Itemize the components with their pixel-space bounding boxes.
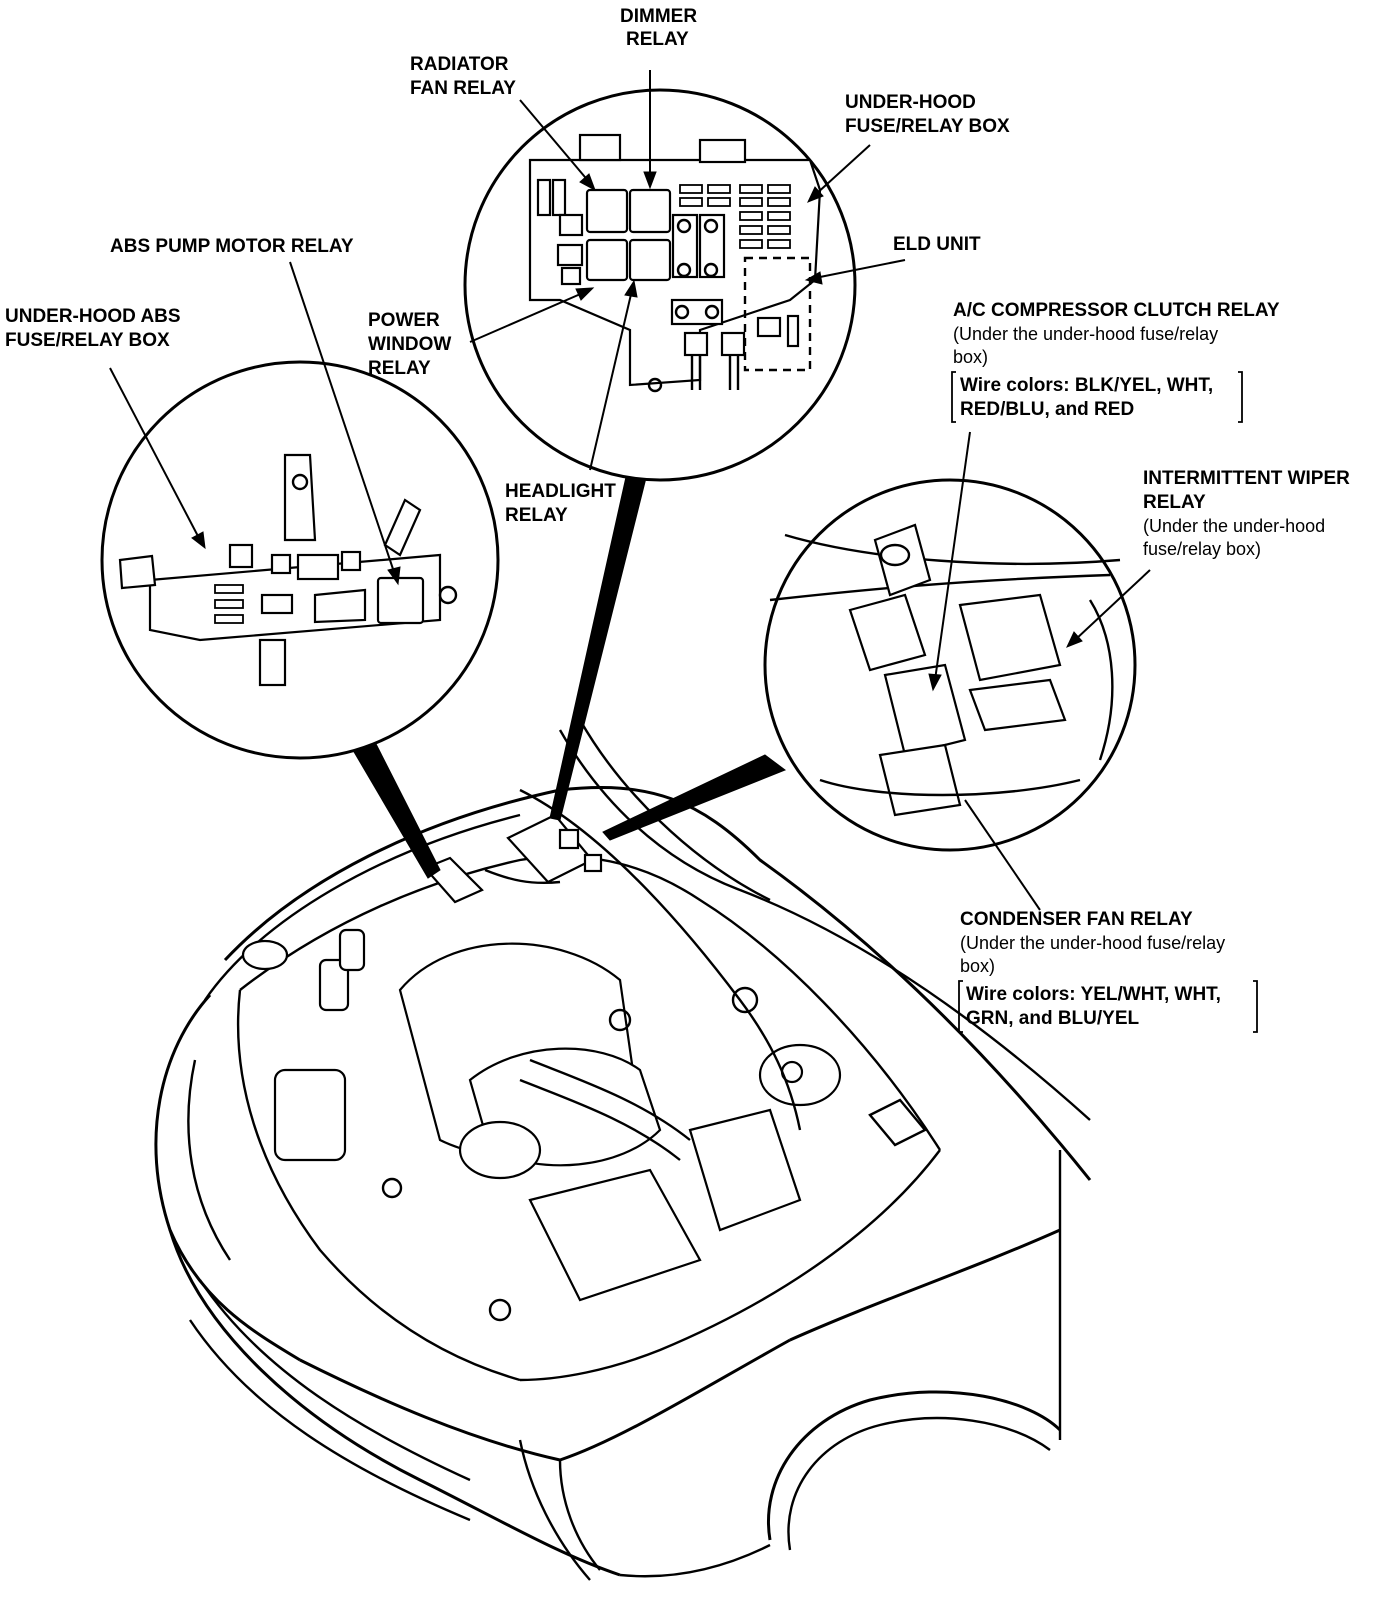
- condenser-wires-bracket-left: [958, 980, 963, 1033]
- condenser-relay-note-1: (Under the under-hood fuse/relay: [960, 933, 1225, 953]
- ac-relay-wires-2: RED/BLU, and RED: [960, 399, 1134, 420]
- under-hood-abs-box-label-1: UNDER-HOOD ABS: [5, 306, 181, 327]
- radiator-fan-relay-label-2: FAN RELAY: [410, 78, 516, 99]
- abs-pump-motor-relay-label: ABS PUMP MOTOR RELAY: [110, 236, 354, 257]
- abs-box-detail: [100, 360, 500, 760]
- power-window-relay-label-2: WINDOW: [368, 334, 451, 355]
- ac-relay-title: A/C COMPRESSOR CLUTCH RELAY: [953, 300, 1280, 321]
- ac-relay-wires-1: Wire colors: BLK/YEL, WHT,: [960, 375, 1213, 396]
- callout-labels: DIMMER RELAY RADIATOR FAN RELAY UNDER-HO…: [5, 6, 1350, 1033]
- ac-relay-note-2: box): [953, 347, 988, 367]
- condenser-wires-bracket-right: [1253, 980, 1258, 1033]
- ac-relay-note-1: (Under the under-hood fuse/relay: [953, 324, 1218, 344]
- headlight-relay-label-1: HEADLIGHT: [505, 481, 616, 502]
- condenser-relay-note-2: box): [960, 956, 995, 976]
- car-illustration: [154, 719, 1092, 1581]
- wiper-relay-note-2: fuse/relay box): [1143, 539, 1261, 559]
- condenser-relay-wires-2: GRN, and BLU/YEL: [966, 1008, 1140, 1029]
- eld-unit-label: ELD UNIT: [893, 234, 981, 255]
- leader-lines: [109, 70, 1151, 911]
- condenser-relay-wires-1: Wire colors: YEL/WHT, WHT,: [966, 984, 1221, 1005]
- under-hood-abs-box-label-2: FUSE/RELAY BOX: [5, 330, 170, 351]
- power-window-relay-label-1: POWER: [368, 310, 440, 331]
- ac-wires-bracket-left: [951, 371, 956, 423]
- condenser-relay-title: CONDENSER FAN RELAY: [960, 909, 1193, 930]
- ac-wires-bracket-right: [1238, 371, 1243, 423]
- headlight-relay-label-2: RELAY: [505, 505, 568, 526]
- power-window-relay-label-3: RELAY: [368, 358, 431, 379]
- wiper-relay-note-1: (Under the under-hood: [1143, 516, 1325, 536]
- wiper-relay-detail: [763, 478, 1137, 852]
- under-hood-box-detail: [463, 88, 857, 482]
- wiper-relay-title-2: RELAY: [1143, 492, 1206, 513]
- radiator-fan-relay-label-1: RADIATOR: [410, 54, 509, 75]
- dimmer-relay-label-1: DIMMER: [620, 6, 697, 27]
- wiper-relay-title-1: INTERMITTENT WIPER: [1143, 468, 1350, 489]
- dimmer-relay-label-2: RELAY: [626, 29, 689, 50]
- under-hood-box-label-2: FUSE/RELAY BOX: [845, 116, 1010, 137]
- under-hood-box-label-1: UNDER-HOOD: [845, 92, 976, 113]
